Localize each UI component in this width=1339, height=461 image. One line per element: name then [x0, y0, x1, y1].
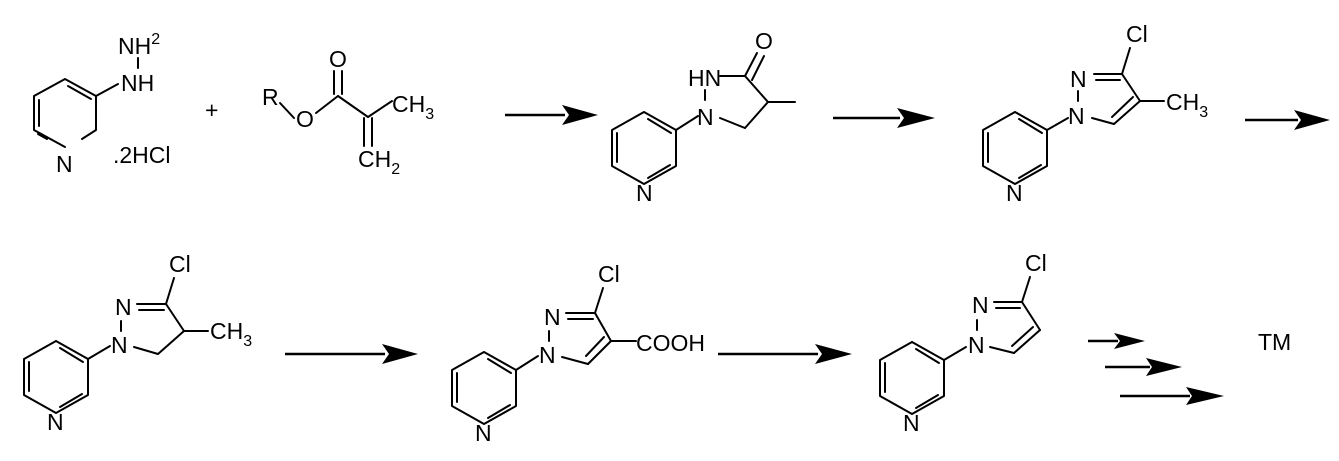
r-group-label: R — [262, 84, 279, 110]
multi-step-arrows — [1088, 333, 1224, 405]
chloro-label: Cl — [1126, 21, 1148, 47]
molecule-chloropyrazole: N N Cl N — [879, 250, 1047, 436]
molecule-chloromethylpyrazoline: N N Cl CH3 N — [23, 251, 252, 435]
pyridine-n-label: N — [47, 409, 64, 435]
methyl-label: CH3 — [1166, 89, 1208, 121]
molecule-pyrazole-carboxylic-acid: N N Cl COOH N — [451, 261, 705, 446]
chloro-label: Cl — [598, 261, 620, 287]
pyridine-n-label: N — [56, 151, 73, 177]
reaction-arrow-4 — [285, 344, 418, 364]
target-molecule-label: TM — [1258, 329, 1291, 355]
molecule-chloromethylpyrazole: N N Cl CH3 N — [982, 21, 1208, 206]
methyl-label: CH3 — [392, 91, 434, 123]
chloro-label: Cl — [169, 251, 191, 277]
molecule-methacrylate: R O O CH3 CH2 — [262, 46, 434, 178]
n2-label: N — [115, 294, 132, 320]
salt-label: .2HCl — [113, 142, 171, 168]
reaction-arrow-3 — [1245, 110, 1330, 130]
nh-label: NH — [121, 70, 154, 96]
pyridine-n-label: N — [636, 180, 653, 206]
methylene-label: CH2 — [358, 146, 400, 178]
n1-label: N — [111, 332, 128, 358]
pyridine-n-label: N — [475, 420, 492, 446]
n2-label: N — [1070, 66, 1087, 92]
reaction-arrow-5 — [718, 344, 852, 364]
plus-sign: + — [205, 97, 218, 123]
pyridine-n-label: N — [1006, 180, 1023, 206]
n2-label: N — [972, 292, 989, 318]
n1-label: N — [539, 342, 556, 368]
pyridine-ring — [33, 78, 97, 148]
reaction-arrow-1 — [505, 105, 598, 125]
molecule-3-hydrazinopyridine: N NH NH2 .2HCl — [33, 31, 171, 177]
ester-oxygen-label: O — [296, 106, 314, 132]
n2-label: N — [544, 304, 561, 330]
chloro-label: Cl — [1025, 250, 1047, 276]
n1-label: N — [1068, 103, 1085, 129]
hn-label: HN — [688, 65, 721, 91]
pyridine-n-label: N — [903, 410, 920, 436]
reaction-arrow-2 — [833, 108, 935, 128]
nh2-label: NH2 — [118, 31, 160, 59]
carbonyl-oxygen-label: O — [329, 46, 347, 72]
molecule-pyrazolidinone: N HN O N — [611, 28, 796, 206]
carboxyl-label: COOH — [636, 330, 705, 356]
ketone-oxygen-label: O — [755, 28, 773, 54]
methyl-label: CH3 — [210, 318, 252, 350]
bond-ring-nh — [95, 83, 119, 97]
n1-label: N — [697, 104, 714, 130]
n1-label: N — [968, 332, 985, 358]
